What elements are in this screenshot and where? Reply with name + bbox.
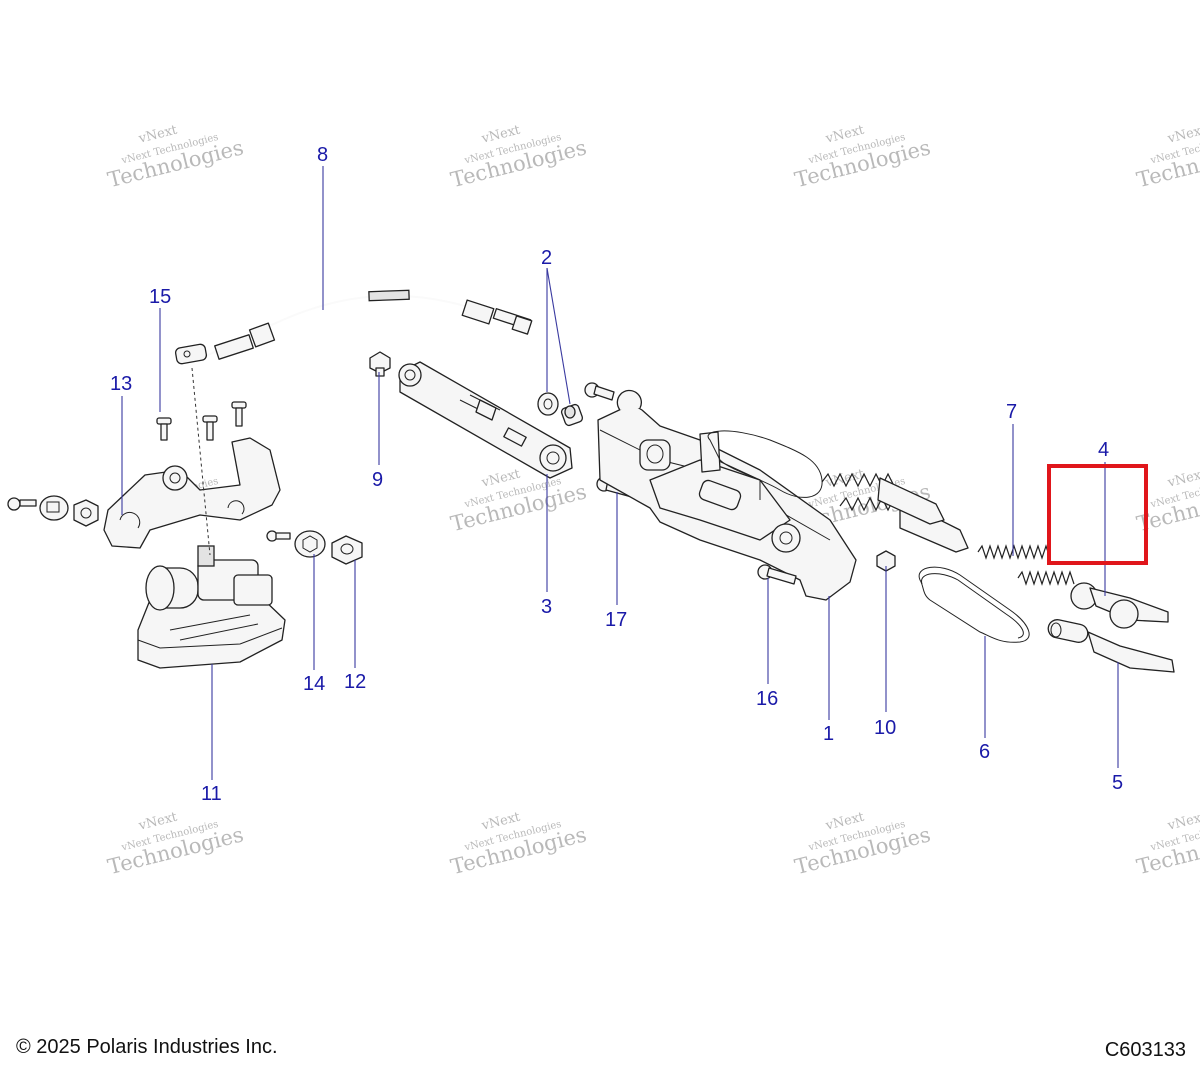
part-2-bushings[interactable] bbox=[537, 392, 584, 427]
part-3-link-arm[interactable] bbox=[398, 361, 573, 479]
callout-6: 6 bbox=[979, 741, 990, 763]
part-5-shift-fork[interactable] bbox=[1047, 618, 1175, 673]
part-14-washer[interactable] bbox=[266, 530, 326, 558]
left-fasteners[interactable] bbox=[7, 495, 99, 527]
leader-lines bbox=[121, 166, 1119, 780]
callout-12: 12 bbox=[344, 671, 366, 693]
block-springs[interactable] bbox=[821, 472, 969, 553]
callout-7: 7 bbox=[1006, 401, 1017, 423]
top-screw[interactable] bbox=[584, 382, 615, 401]
callout-14: 14 bbox=[303, 673, 325, 695]
callout-4: 4 bbox=[1098, 439, 1109, 461]
part-7-springs[interactable] bbox=[977, 544, 1075, 586]
watermark-text: Technologies bbox=[1134, 135, 1200, 192]
watermark-text: vNext bbox=[1165, 123, 1200, 147]
part-10-bolt[interactable] bbox=[876, 550, 896, 572]
callout-11: 11 bbox=[201, 783, 222, 805]
part-8-shift-cable[interactable] bbox=[174, 289, 533, 365]
callout-8: 8 bbox=[317, 144, 328, 166]
part-1-shift-block[interactable] bbox=[597, 389, 857, 601]
part-9-bolt[interactable] bbox=[369, 351, 391, 377]
part-12-nut[interactable] bbox=[331, 535, 363, 565]
callout-10: 10 bbox=[874, 717, 896, 739]
callout-5: 5 bbox=[1112, 772, 1123, 794]
part-13-bracket[interactable] bbox=[103, 367, 281, 556]
wire-frame-upper[interactable] bbox=[707, 430, 823, 498]
callout-1: 1 bbox=[823, 723, 834, 745]
part-4-shift-fork[interactable] bbox=[1070, 582, 1169, 629]
figure-code: C603133 bbox=[1104, 1039, 1186, 1061]
part-15-bolts[interactable] bbox=[156, 401, 247, 441]
watermark-text: Technologies bbox=[1134, 822, 1200, 879]
highlight-box bbox=[1047, 464, 1148, 565]
watermark-text: vNext bbox=[1165, 467, 1200, 491]
callout-numbers: 8 15 13 2 9 3 17 14 12 11 16 1 10 6 7 4 … bbox=[110, 144, 1123, 805]
part-16-bolt[interactable] bbox=[757, 564, 797, 585]
part-6-wire-frame[interactable] bbox=[918, 566, 1030, 643]
callout-9: 9 bbox=[372, 469, 383, 491]
callout-16: 16 bbox=[756, 688, 778, 710]
callout-17: 17 bbox=[605, 609, 627, 631]
callout-3: 3 bbox=[541, 596, 552, 618]
callout-13: 13 bbox=[110, 373, 132, 395]
part-11-actuator[interactable] bbox=[137, 545, 286, 669]
callout-2: 2 bbox=[541, 247, 552, 269]
watermark-text: vNext bbox=[1165, 810, 1200, 834]
callout-15: 15 bbox=[149, 286, 171, 308]
copyright-notice: © 2025 Polaris Industries Inc. bbox=[16, 1036, 278, 1058]
